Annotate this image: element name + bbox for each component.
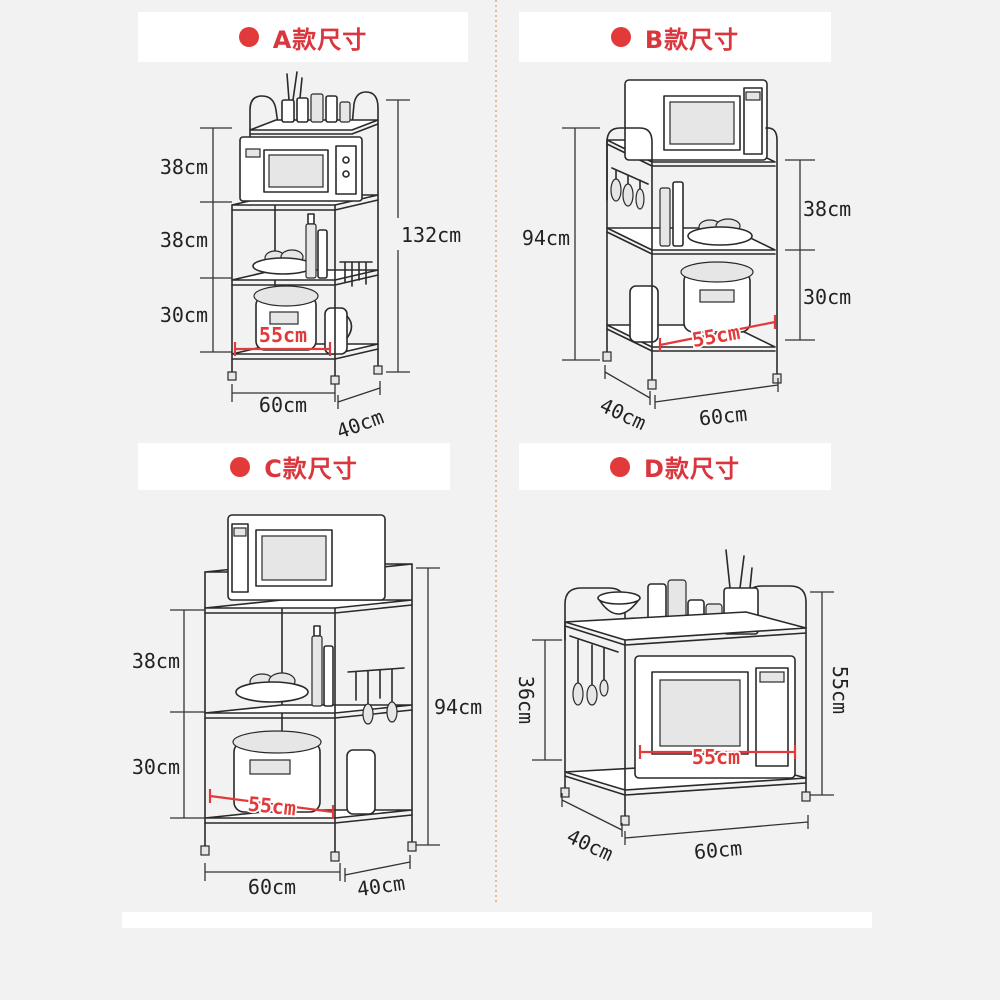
rack-b-left-rail bbox=[606, 127, 653, 201]
dims-c: 38cm 30cm 94cm 55cm 60cm 40cm bbox=[132, 567, 482, 901]
bottom-bar bbox=[122, 912, 872, 928]
kettle bbox=[346, 749, 376, 815]
microwave bbox=[227, 514, 386, 601]
header-a-title: A款尺寸 bbox=[272, 25, 368, 54]
dim-a-inner-width: 55cm bbox=[259, 323, 307, 347]
header-b-title: B款尺寸 bbox=[644, 25, 740, 54]
dim-b-width: 60cm bbox=[698, 402, 748, 431]
microwave bbox=[239, 136, 363, 202]
hanging-utensils bbox=[610, 167, 649, 210]
microwave bbox=[624, 79, 768, 161]
dim-a-tier-bottom: 30cm bbox=[160, 303, 208, 327]
dim-c-inner-width: 55cm bbox=[247, 792, 297, 821]
header-a: A款尺寸 bbox=[138, 12, 468, 62]
fruit-basket bbox=[687, 218, 753, 246]
dim-c-depth: 40cm bbox=[355, 871, 406, 901]
dim-c-width: 60cm bbox=[248, 875, 296, 899]
dim-d-depth: 40cm bbox=[563, 824, 617, 866]
rack-c-shelf-2 bbox=[204, 704, 413, 714]
header-b: B款尺寸 bbox=[519, 12, 831, 62]
rack-c bbox=[200, 514, 417, 862]
header-d: D款尺寸 bbox=[519, 443, 831, 490]
rack-b-right-rail bbox=[765, 127, 778, 381]
rack-c-shelf-1 bbox=[204, 599, 413, 609]
rice-cooker bbox=[680, 261, 754, 333]
spice-jars bbox=[281, 71, 351, 123]
bottles bbox=[311, 625, 334, 707]
hanging-utensils bbox=[569, 635, 619, 706]
rack-a-left-rail bbox=[249, 95, 279, 206]
dim-b-depth: 40cm bbox=[596, 393, 650, 435]
red-dot-icon bbox=[230, 456, 251, 477]
bottles bbox=[659, 181, 684, 247]
rice-cooker bbox=[232, 730, 322, 813]
header-c: C款尺寸 bbox=[138, 443, 450, 490]
dim-d-total-height: 55cm bbox=[828, 666, 852, 714]
dim-c-tier-upper: 38cm bbox=[132, 649, 180, 673]
header-c-title: C款尺寸 bbox=[264, 455, 358, 483]
dims-d: 36cm 55cm 55cm 40cm 60cm bbox=[514, 591, 852, 866]
bowl bbox=[597, 591, 641, 615]
dim-a-width: 60cm bbox=[259, 393, 307, 417]
red-dot-icon bbox=[610, 456, 631, 477]
dim-c-total-height: 94cm bbox=[434, 695, 482, 719]
hooks bbox=[339, 261, 373, 287]
microwave bbox=[634, 655, 796, 779]
rack-a-right-rail bbox=[351, 91, 379, 371]
rack-d-top-shelf bbox=[564, 611, 807, 641]
dim-a-total-height: 132cm bbox=[401, 223, 461, 247]
dim-d-inner-height: 36cm bbox=[514, 676, 538, 724]
dim-a-tier-middle: 38cm bbox=[160, 228, 208, 252]
kettle bbox=[629, 285, 659, 343]
red-dot-icon bbox=[610, 27, 631, 47]
rice-cooker bbox=[253, 285, 319, 351]
hooks bbox=[347, 667, 405, 725]
dim-a-depth: 40cm bbox=[333, 404, 386, 443]
dim-b-total-height: 94cm bbox=[522, 226, 570, 250]
dim-a-tier-top: 38cm bbox=[160, 155, 208, 179]
fruit-basket bbox=[235, 672, 309, 703]
dim-d-width: 60cm bbox=[693, 836, 743, 864]
fruit-basket bbox=[252, 249, 314, 275]
dim-c-tier-lower: 30cm bbox=[132, 755, 180, 779]
dim-d-inner-width: 55cm bbox=[692, 745, 740, 769]
header-d-title: D款尺寸 bbox=[644, 455, 740, 483]
rack-d bbox=[560, 549, 811, 826]
dims-b: 94cm 38cm 30cm 55cm 40cm 60cm bbox=[522, 127, 851, 435]
dim-b-tier-lower: 30cm bbox=[803, 285, 851, 309]
bottles bbox=[305, 213, 328, 279]
red-dot-icon bbox=[238, 27, 259, 47]
dim-b-tier-upper: 38cm bbox=[803, 197, 851, 221]
